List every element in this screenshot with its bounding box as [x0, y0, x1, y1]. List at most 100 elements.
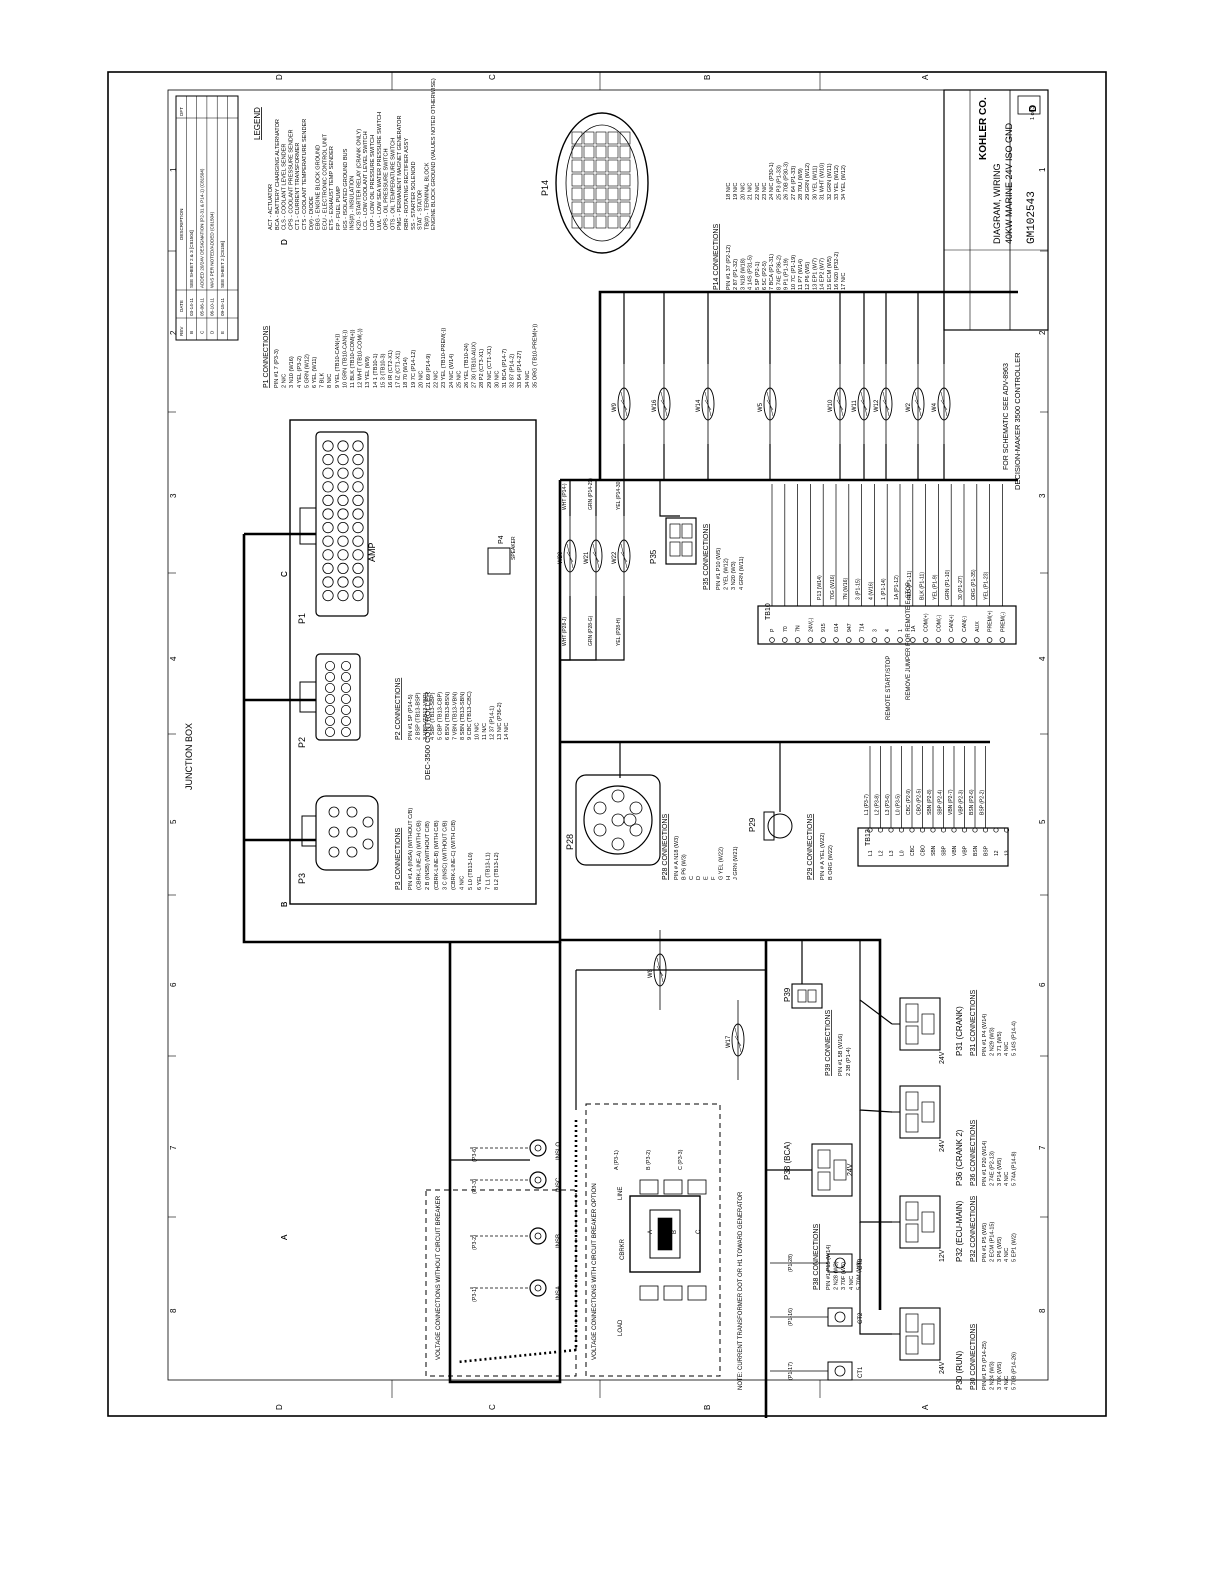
legend-item: EBG - ENGINE BLOCK GROUND — [316, 145, 322, 230]
legend-item: LCL - LOW COOLANT LEVEL SWITCH — [363, 131, 369, 230]
p1-pin — [322, 589, 334, 602]
p14-outer — [555, 112, 649, 254]
no-cb-box — [425, 1189, 577, 1377]
schematic-note: FOR SCHEMATIC SEE ADV-8963 — [1003, 363, 1010, 470]
tb10-terminal — [884, 637, 890, 643]
p2-connection-row: 11 N/C — [482, 723, 488, 740]
p14-connection-row: 11 P7 (W14) — [798, 259, 804, 290]
p30-connection-row: 5 70B (P14-26) — [1012, 1352, 1018, 1390]
p28-pin — [611, 789, 625, 803]
grid-row-right: 1 — [1038, 167, 1047, 172]
tb13-terminal-label: BSP — [984, 845, 990, 856]
p1-connection-row: 30 N/C — [494, 371, 500, 388]
tb13-terminal-label: 12 — [994, 850, 1000, 856]
p2-housing — [315, 653, 361, 741]
tb10-wire-label: YEL (P1-23) — [984, 571, 990, 600]
p35-connection-row: 3 N20 (W3) — [731, 561, 737, 590]
grid-col-top: A — [921, 74, 930, 80]
tb13-wire-label: L0 (P3-5) — [896, 794, 902, 815]
p28-pin — [611, 813, 625, 827]
tb13-terminal-label: 13 — [1005, 850, 1011, 856]
tb10-terminal-label: CAN(-) — [962, 616, 968, 632]
insulator-label: INSLO — [556, 1142, 562, 1160]
p2-connection-row: 10 N/C — [475, 723, 481, 740]
tb10-terminal — [935, 637, 942, 643]
tb13-terminal-label: CBC — [910, 845, 916, 856]
p3-connection-row: 4 N/C — [460, 876, 466, 890]
p38-relay-pin — [817, 1149, 831, 1169]
p28-connection-row: J GRN (W21) — [733, 846, 739, 880]
p28-connection-row: C — [689, 876, 695, 880]
tb10-label: TB10 — [765, 603, 772, 620]
p1-pin — [322, 576, 334, 588]
p30-label: P30 (RUN) — [955, 1351, 964, 1390]
p14-connection-row: 21 N/C — [748, 183, 754, 200]
p28-connection-row: G YEL (W22) — [718, 847, 724, 880]
p14-cavity — [607, 131, 619, 145]
p14-connection-row: 6 5C (P2-5) — [762, 261, 768, 290]
insulator-core — [534, 1144, 542, 1152]
insulator — [529, 1171, 547, 1189]
p31-relay-pin — [921, 1013, 935, 1035]
p28-pin — [611, 837, 625, 851]
p29-connection-row: B ORG (W22) — [828, 845, 834, 880]
p39-label: P39 — [783, 987, 792, 1002]
p1-pin — [352, 494, 364, 506]
p14-cavity — [571, 173, 583, 187]
p35-pin — [669, 523, 681, 539]
p14-cavity — [571, 159, 583, 173]
p39-pin — [807, 989, 817, 1003]
p1-connection-row: 21 69 (P14-9) — [426, 354, 432, 388]
p38-relay-pin — [833, 1159, 847, 1181]
p30-relay-pin — [905, 1313, 919, 1333]
grid-col-top: B — [703, 75, 712, 80]
p4-sub-label: SPEAKER — [511, 536, 517, 560]
tb13-terminal-label: L2 — [879, 850, 885, 856]
p1-pin — [352, 576, 364, 588]
no-cb-label: VOLTAGE CONNECTIONS WITHOUT CIRCUIT BREA… — [435, 1195, 442, 1360]
legend-item: K20 - STARTER RELAY (CRANK ONLY) — [356, 129, 362, 230]
tb10-terminal-label: 614 — [834, 623, 840, 632]
p2-connections-title: P2 CONNECTIONS — [395, 677, 402, 740]
p28-pin — [593, 801, 607, 815]
shield-wire-label: W4 — [932, 402, 938, 412]
p38-label: P38 (BCA) — [783, 1141, 792, 1180]
p3-pin — [328, 846, 340, 858]
tb13-terminal — [1003, 827, 1010, 833]
p14-connection-row: 29 GRN (W12) — [805, 163, 811, 200]
p36-label: P36 (CRANK 2) — [955, 1129, 964, 1186]
p32-relay-pin — [905, 1223, 919, 1243]
p1-pin — [337, 508, 349, 520]
p1-connection-row: 34 N/C — [525, 371, 531, 388]
p1-connection-row: 13 YEL (W9) — [365, 356, 371, 388]
p38-relay-pin — [817, 1171, 831, 1191]
tb10-terminal — [999, 637, 1006, 643]
insulator-wire-label: (P3-6) — [472, 1147, 478, 1162]
p36-connection-row: 5 74A (P14-8) — [1012, 1151, 1018, 1186]
p31-connection-row: 5 14S (P14-4) — [1012, 1021, 1018, 1056]
p14-connection-row: 34 YEL (W12) — [841, 165, 847, 200]
tb13-terminal-label: VBP — [963, 845, 969, 856]
p29-label: P29 — [748, 817, 757, 832]
grid-row-left: 5 — [169, 819, 178, 824]
tb13-wire-label: BSP (P2-2) — [980, 789, 986, 815]
legend-item: OTS - OIL TEMPERATURE SWITCH — [390, 138, 396, 230]
rev-cell — [1017, 95, 1041, 115]
p1-pin — [322, 562, 334, 575]
p14-connection-row: 20 N/C — [740, 183, 746, 200]
drawing-title-2: 40KW MARINE 24V ISO GND — [1004, 122, 1014, 244]
legend-item: SS - STARTER SOLENOID — [411, 162, 417, 231]
voltage-connections: VOLTAGE CONNECTIONS WITHOUT CIRCUIT BREA… — [425, 1103, 864, 1390]
p14-connection-row: 16 N20 (P32-2) — [834, 252, 840, 290]
grid-col-letter-left: B — [280, 902, 289, 907]
tb10-terminal-label: CAN(+) — [949, 614, 955, 632]
grid-col-letter: C — [280, 571, 289, 577]
p36-relay-pin — [905, 1113, 919, 1133]
amp-label: AMP — [367, 542, 377, 562]
tb13-terminal-label: SBP — [942, 845, 948, 856]
p14-cavity — [607, 215, 619, 229]
p3-connection-row: 6 YEL — [477, 875, 483, 890]
p3-latch — [301, 815, 317, 847]
branch — [859, 940, 893, 1025]
tb10-terminal-label: PREM(+) — [988, 610, 994, 632]
